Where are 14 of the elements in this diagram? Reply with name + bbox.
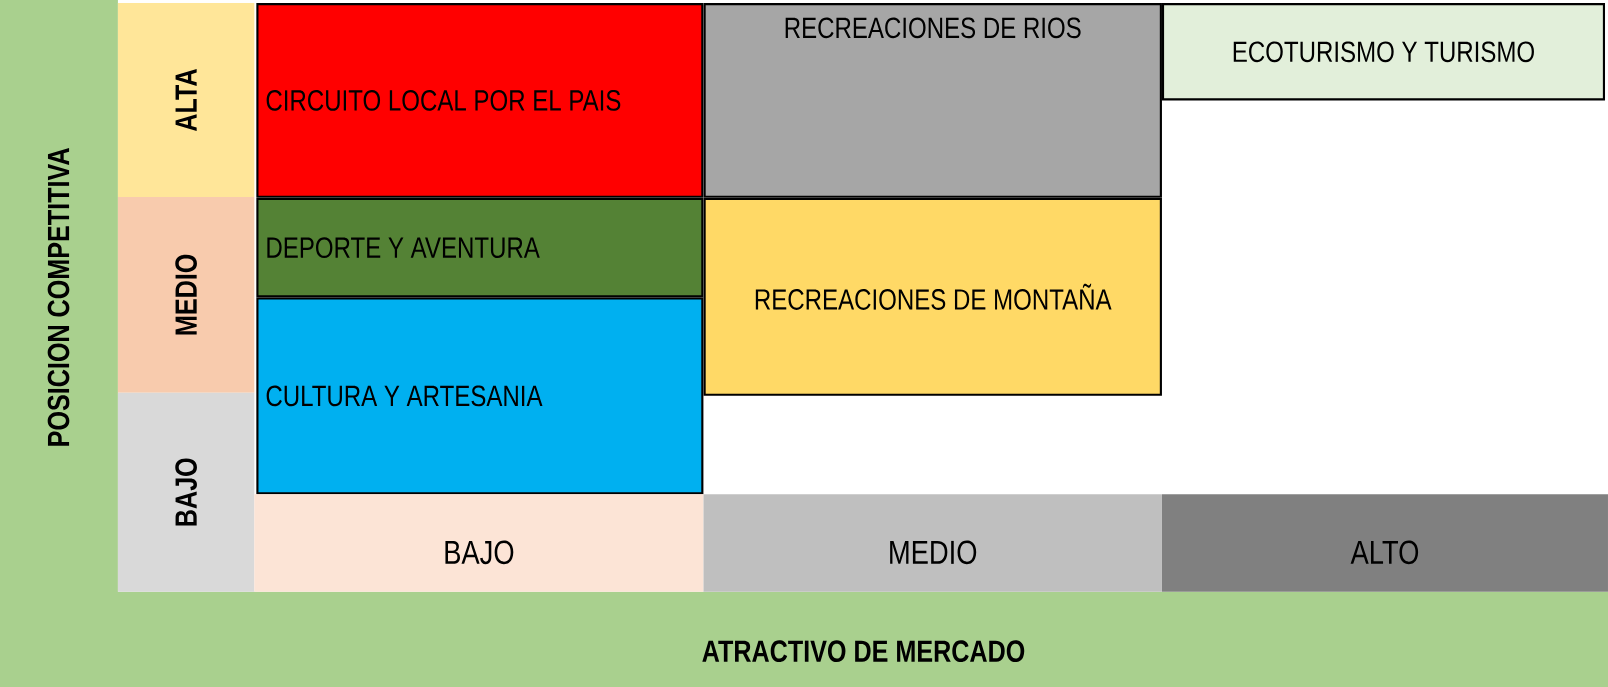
matrix-cell: CULTURA Y ARTESANIA [256, 297, 704, 495]
column-header: ALTO [1161, 494, 1608, 592]
matrix-cell: DEPORTE Y AVENTURA [256, 197, 704, 298]
matrix-cell: RECREACIONES DE MONTAÑA [703, 197, 1162, 396]
column-header: BAJO [254, 494, 704, 592]
matrix-cell: ECOTURISMO Y TURISMO [1161, 3, 1605, 101]
row-header: MEDIO [117, 196, 255, 393]
matrix-cell: CIRCUITO LOCAL POR EL PAIS [256, 3, 704, 198]
row-header: BAJO [117, 392, 255, 592]
axis-title: ATRACTIVO DE MERCADO [702, 640, 1025, 663]
axis-title: POSICION COMPETITIVA [47, 148, 70, 446]
matrix-cell: RECREACIONES DE RIOS [703, 3, 1162, 198]
row-header: ALTA [117, 3, 255, 197]
column-header: MEDIO [703, 494, 1162, 592]
